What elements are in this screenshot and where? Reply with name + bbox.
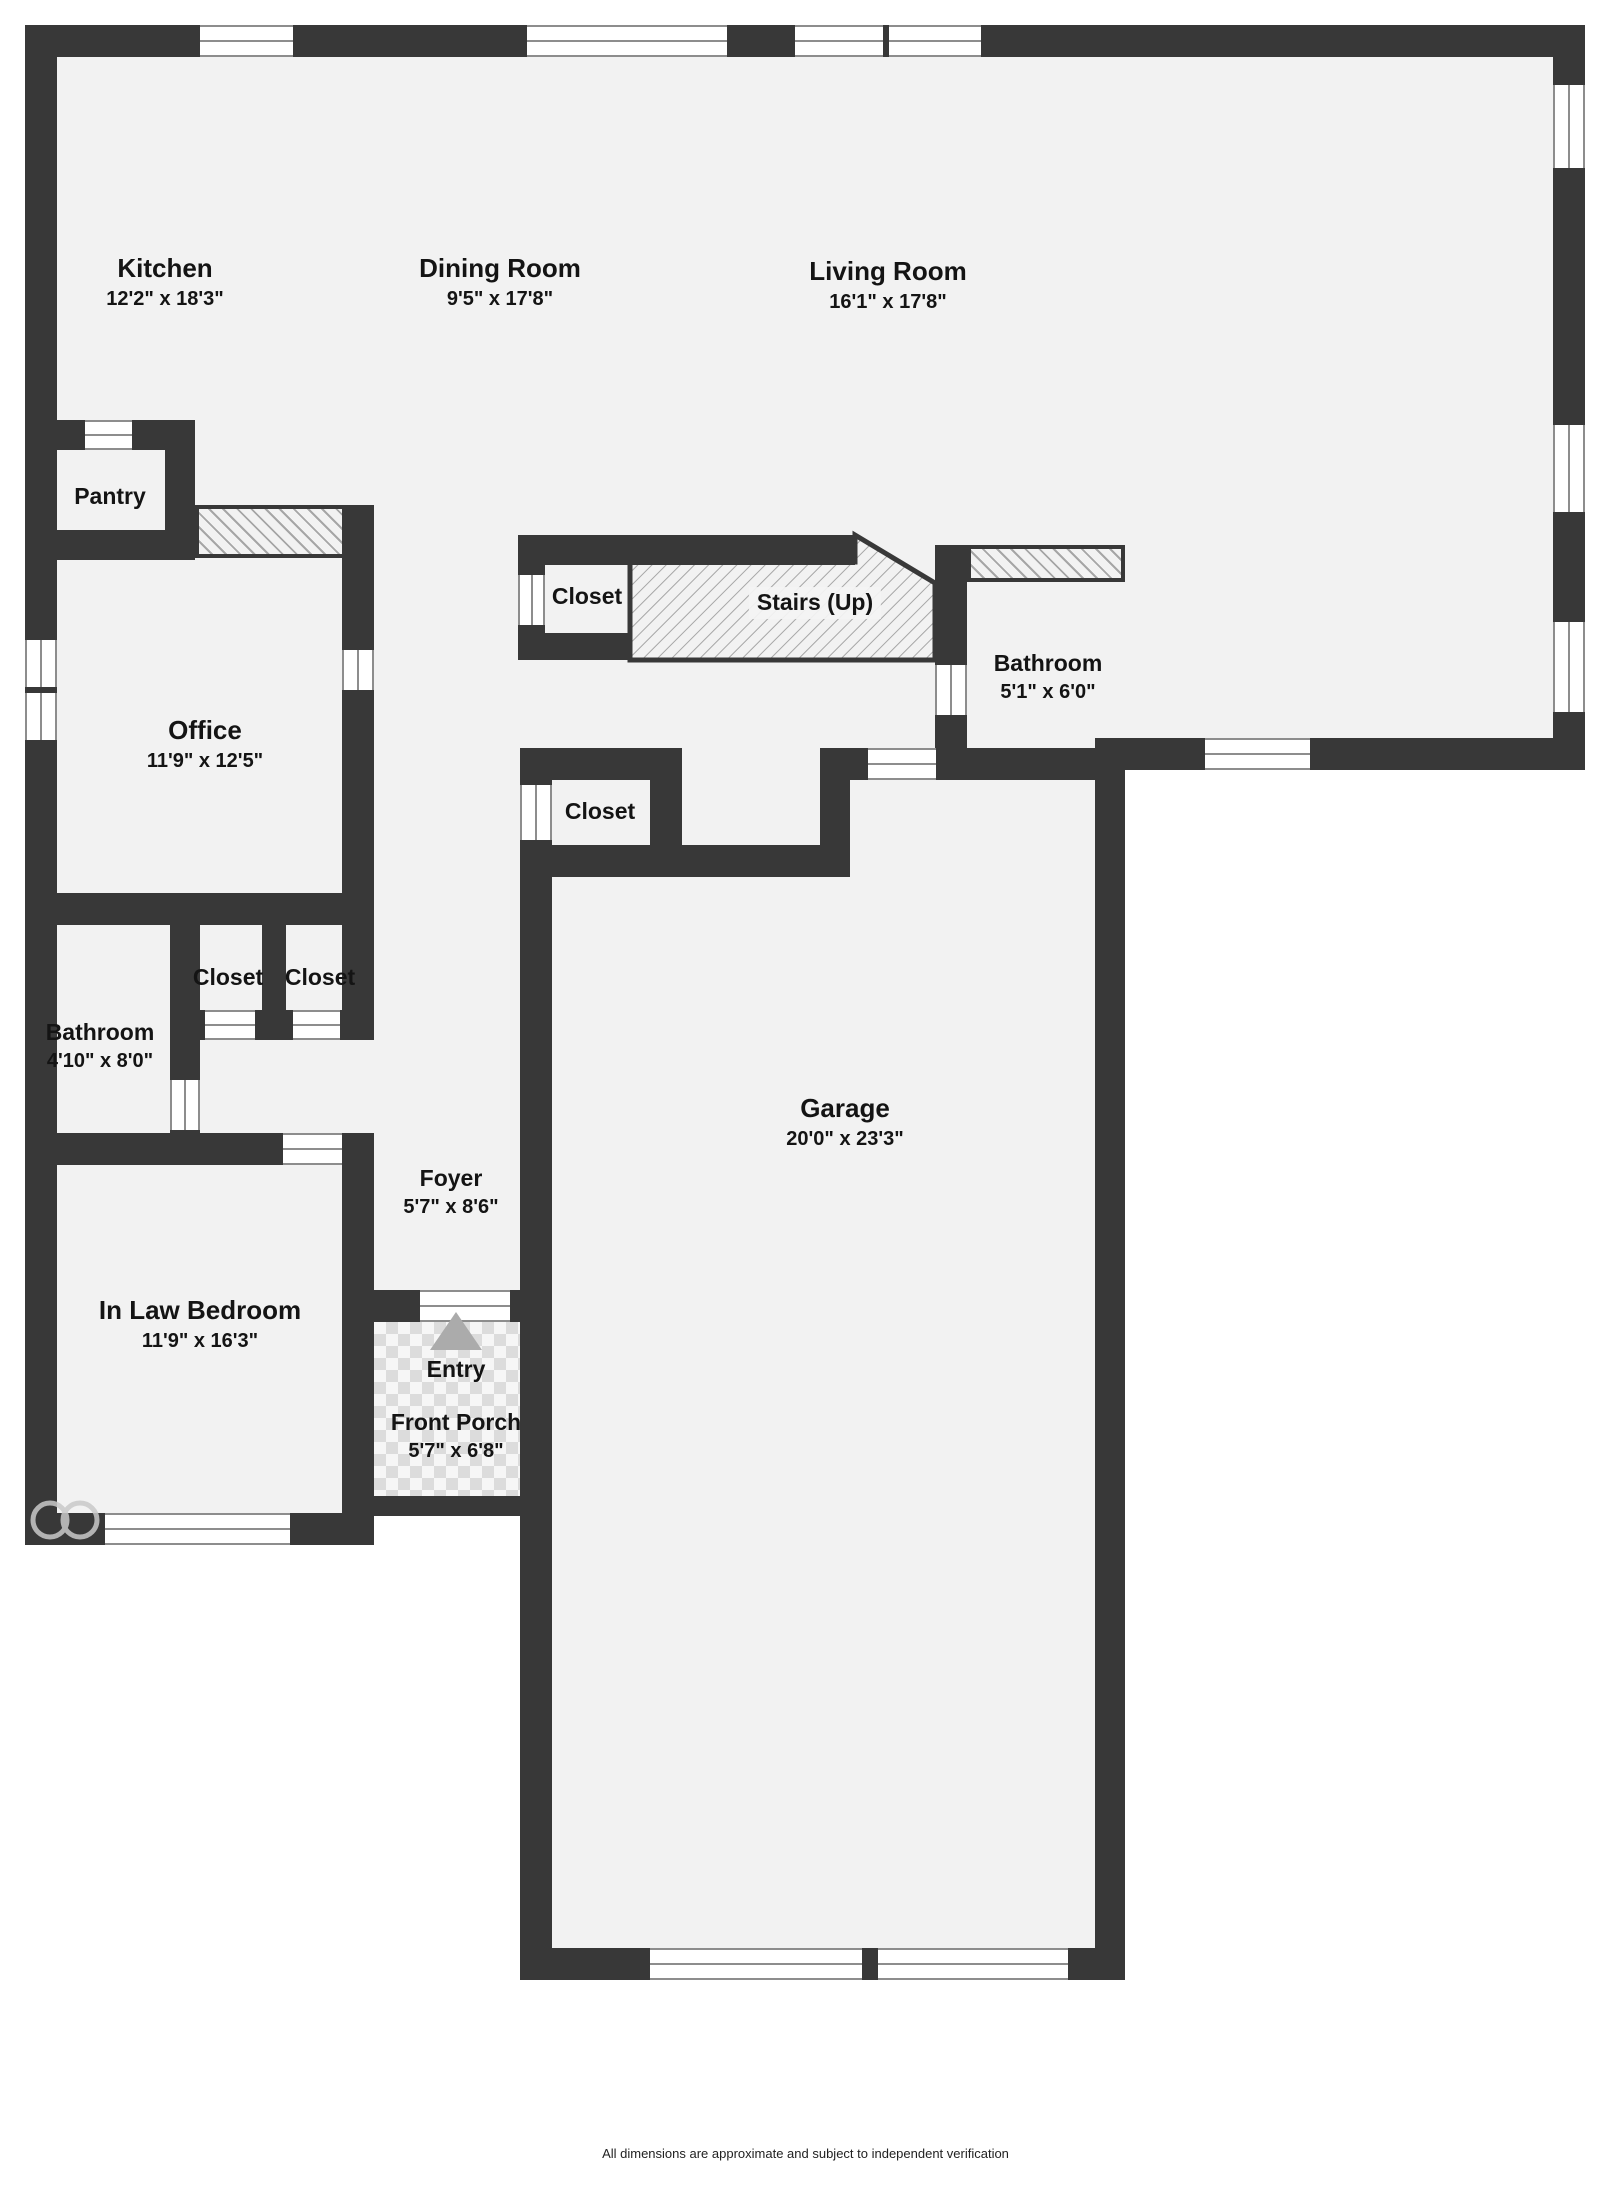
room-dims: 11'9" x 16'3" <box>141 1329 259 1352</box>
room-label-bathroom-upper: Bathroom 5'1" x 6'0" <box>994 649 1103 705</box>
wall-segment <box>520 845 850 877</box>
room-dims: 5'7" x 6'8" <box>408 1439 504 1462</box>
hatched-wall <box>967 545 1125 582</box>
room-label-front-porch: Front Porch 5'7" x 6'8" <box>391 1408 521 1464</box>
door-opening <box>935 665 967 715</box>
room-label-pantry: Pantry <box>74 482 146 512</box>
disclaimer-text: All dimensions are approximate and subje… <box>602 2146 1009 2161</box>
room-name: Foyer <box>419 1165 483 1192</box>
room-name: Pantry <box>74 483 146 510</box>
room-label-kitchen: Kitchen 12'2" x 18'3" <box>106 252 223 312</box>
window <box>795 25 883 57</box>
room-label-inlaw-bedroom: In Law Bedroom 11'9" x 16'3" <box>99 1294 301 1354</box>
room-label-foyer: Foyer 5'7" x 8'6" <box>403 1164 498 1220</box>
door-opening <box>520 785 552 840</box>
wall-segment <box>518 633 630 660</box>
room-label-dining: Dining Room 9'5" x 17'8" <box>419 252 581 312</box>
wall-segment <box>518 535 855 565</box>
window <box>25 640 57 687</box>
room-label-closet-left: Closet <box>193 963 263 993</box>
window <box>25 693 57 740</box>
wall-segment <box>935 545 967 770</box>
room-name: Closet <box>564 798 636 825</box>
wall-segment <box>1095 738 1585 770</box>
room-dims: 11'9" x 12'5" <box>146 749 264 772</box>
room-dims: 4'10" x 8'0" <box>46 1049 154 1072</box>
door-opening <box>170 1080 200 1130</box>
window <box>527 25 727 57</box>
room-name: Dining Room <box>419 253 581 284</box>
room-label-closet-hall: Closet <box>565 797 635 827</box>
wall-segment <box>342 505 374 1040</box>
door-opening <box>342 650 374 690</box>
room-label-bathroom-lower: Bathroom 4'10" x 8'0" <box>46 1018 155 1074</box>
door-opening <box>205 1010 255 1040</box>
room-name: Front Porch <box>390 1409 522 1436</box>
room-label-office: Office 11'9" x 12'5" <box>147 714 263 774</box>
wall-segment <box>25 530 195 560</box>
room-name: Living Room <box>809 256 967 287</box>
room-name: Closet <box>551 583 623 610</box>
door-opening <box>85 420 132 450</box>
room-dims: 9'5" x 17'8" <box>446 287 554 310</box>
window <box>889 25 981 57</box>
window <box>1205 738 1310 770</box>
room-name: Bathroom <box>993 650 1103 677</box>
wall-segment <box>25 25 57 1545</box>
window <box>105 1513 290 1545</box>
room-label-stairs: Stairs (Up) <box>748 587 882 619</box>
room-name: Office <box>168 715 242 746</box>
wall-segment <box>520 748 682 780</box>
wall-segment <box>374 1496 552 1516</box>
room-name: Closet <box>192 964 264 991</box>
room-name: Bathroom <box>45 1019 155 1046</box>
watermark-logo-icon <box>30 1500 100 1540</box>
room-dims: 5'1" x 6'0" <box>1000 680 1096 703</box>
door-opening <box>293 1010 340 1040</box>
room-name: Entry <box>426 1356 486 1383</box>
wall-segment <box>170 1010 374 1040</box>
room-name: Closet <box>284 964 356 991</box>
window <box>1553 85 1585 168</box>
window <box>1553 425 1585 512</box>
wall-segment <box>342 1133 374 1545</box>
room-label-closet-stairs: Closet <box>552 582 622 612</box>
room-dims: 20'0" x 23'3" <box>786 1127 904 1150</box>
wall-segment <box>25 893 374 925</box>
room-label-entry: Entry <box>427 1355 486 1385</box>
wall-segment <box>520 748 552 1980</box>
wall-segment <box>1095 738 1125 1980</box>
door-opening <box>283 1133 342 1165</box>
room-label-garage: Garage 20'0" x 23'3" <box>786 1092 903 1152</box>
floor-area <box>545 770 1125 1980</box>
room-label-living: Living Room 16'1" x 17'8" <box>809 255 966 315</box>
room-name: In Law Bedroom <box>98 1295 302 1326</box>
window <box>1553 622 1585 712</box>
door-opening <box>518 575 545 625</box>
room-name: Stairs (Up) <box>748 587 882 619</box>
room-name: Garage <box>800 1093 890 1124</box>
garage-door <box>650 1948 862 1980</box>
room-dims: 12'2" x 18'3" <box>106 287 224 310</box>
garage-door <box>878 1948 1068 1980</box>
window <box>200 25 293 57</box>
room-dims: 16'1" x 17'8" <box>829 290 947 313</box>
room-name: Kitchen <box>117 253 213 284</box>
door-opening <box>868 748 936 780</box>
room-dims: 5'7" x 8'6" <box>403 1195 499 1218</box>
wall-segment <box>820 748 850 877</box>
entry-arrow-icon <box>430 1312 482 1350</box>
room-label-closet-right: Closet <box>285 963 355 993</box>
